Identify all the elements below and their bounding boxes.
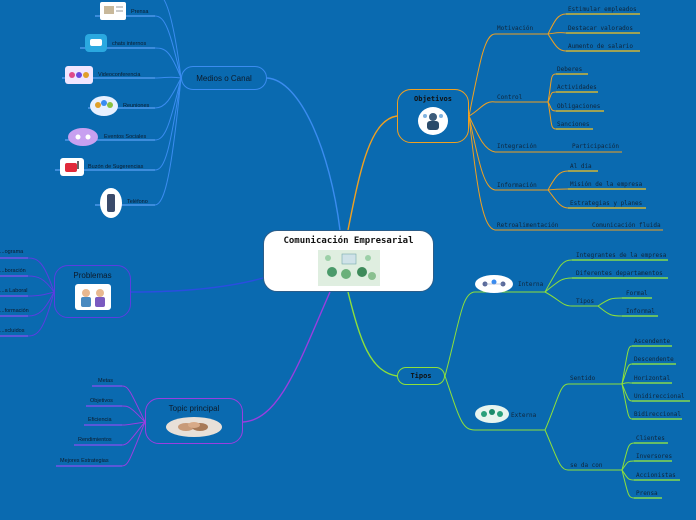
medios-item-reuniones[interactable]: Reuniones (123, 103, 150, 109)
central-topic-node[interactable]: Comunicación Empresarial (263, 230, 434, 292)
informacion-item-1[interactable]: Al día (570, 163, 592, 170)
interna-label[interactable]: Interna (518, 281, 544, 288)
informacion-item-3[interactable]: Estrategias y planes (570, 200, 643, 207)
problemas-item-1[interactable]: ...ograma (0, 249, 24, 255)
central-topic-title: Comunicación Empresarial (283, 236, 414, 246)
people-circle-image (475, 405, 509, 423)
tipos-title: Tipos (410, 372, 432, 380)
externa-label[interactable]: Externa (511, 412, 537, 419)
newspaper-icon (100, 2, 126, 20)
tipos-item-formal[interactable]: Formal (626, 290, 648, 297)
medios-title: Medios o Canal (196, 73, 252, 83)
se-da-con-item-3[interactable]: Accionistas (636, 472, 676, 479)
topic-item-eficiencia[interactable]: Eficiencia (88, 417, 112, 423)
tipos-sub-label[interactable]: Tipos (576, 298, 595, 305)
people-discussion-image (74, 284, 111, 310)
topic-principal-title: Topic principal (168, 404, 220, 413)
motivacion-label[interactable]: Motivación (497, 25, 534, 32)
sentido-item-1[interactable]: Ascendente (634, 338, 671, 345)
se-da-con-label[interactable]: se da con (570, 462, 603, 469)
medios-item-prensa[interactable]: Prensa (131, 9, 149, 15)
motivacion-item-1[interactable]: Estimular empleados (568, 6, 637, 13)
phone-icon (100, 188, 122, 218)
integracion-item[interactable]: Participación (572, 143, 619, 150)
topic-item-estrategias[interactable]: Mejores Estrategias (60, 458, 109, 464)
tipos-node[interactable]: Tipos (397, 367, 445, 385)
se-da-con-item-1[interactable]: Clientes (636, 435, 665, 442)
control-item-2[interactable]: Actividades (557, 84, 597, 91)
presentation-image (317, 250, 380, 286)
topic-item-objetivos[interactable]: Objetivos (90, 398, 113, 404)
sentido-item-3[interactable]: Horizontal (634, 375, 671, 382)
problemas-item-3[interactable]: ...a Laboral (0, 288, 28, 294)
objetivos-title: Objetivos (414, 95, 452, 103)
control-item-3[interactable]: Obligaciones (557, 103, 601, 110)
problemas-item-4[interactable]: ...formación (0, 308, 29, 314)
medios-item-chats[interactable]: chats internos (112, 41, 147, 47)
medios-node[interactable]: Medios o Canal (181, 66, 267, 90)
medios-item-buzon[interactable]: Buzón de Sugerencias (88, 164, 144, 170)
sentido-item-5[interactable]: Unidireccional (634, 393, 685, 400)
sentido-item-4[interactable]: Bidireccional (634, 411, 681, 418)
motivacion-item-2[interactable]: Destacar valorados (568, 25, 634, 32)
video-call-icon (65, 66, 93, 84)
problemas-item-2[interactable]: ...boración (0, 268, 26, 274)
interna-item-1[interactable]: Integrantes de la empresa (576, 252, 667, 259)
problemas-node[interactable]: Problemas (54, 265, 131, 318)
control-item-1[interactable]: Deberes (557, 66, 583, 73)
retro-label[interactable]: Retroalimentación (497, 222, 559, 229)
sentido-label[interactable]: Sentido (570, 375, 596, 382)
topic-item-rendimientos[interactable]: Rendimientos (78, 437, 112, 443)
integracion-label[interactable]: Integración (497, 143, 537, 150)
tipos-item-informal[interactable]: Informal (626, 308, 655, 315)
problemas-item-5[interactable]: ...xcluidos (0, 328, 25, 334)
topic-principal-node[interactable]: Topic principal (145, 398, 243, 444)
businessman-image (418, 107, 448, 135)
sentido-item-2[interactable]: Descendente (634, 356, 674, 363)
se-da-con-item-2[interactable]: Inversores (636, 453, 673, 460)
medios-item-telefono[interactable]: Teléfono (127, 199, 148, 205)
mailbox-icon (60, 158, 84, 176)
objetivos-node[interactable]: Objetivos (397, 89, 469, 143)
informacion-label[interactable]: Información (497, 182, 537, 189)
retro-item[interactable]: Comunicación fluida (592, 222, 661, 229)
meeting-icon (90, 96, 118, 116)
hands-together-image (166, 417, 222, 437)
people-network-image (475, 275, 513, 293)
social-event-icon (68, 128, 98, 146)
control-item-4[interactable]: Sanciones (557, 121, 590, 128)
topic-item-metas[interactable]: Metas (98, 378, 113, 384)
medios-item-video[interactable]: Videoconferencia (98, 72, 141, 78)
informacion-item-2[interactable]: Misión de la empresa (570, 181, 643, 188)
se-da-con-item-4[interactable]: Prensa (636, 490, 658, 497)
medios-item-eventos[interactable]: Eventos Sociales (104, 134, 147, 140)
motivacion-item-3[interactable]: Aumento de salario (568, 43, 634, 50)
problemas-title: Problemas (73, 271, 112, 280)
control-label[interactable]: Control (497, 94, 523, 101)
chat-icon (85, 34, 107, 52)
interna-item-2[interactable]: Diferentes departamentos (576, 270, 663, 277)
